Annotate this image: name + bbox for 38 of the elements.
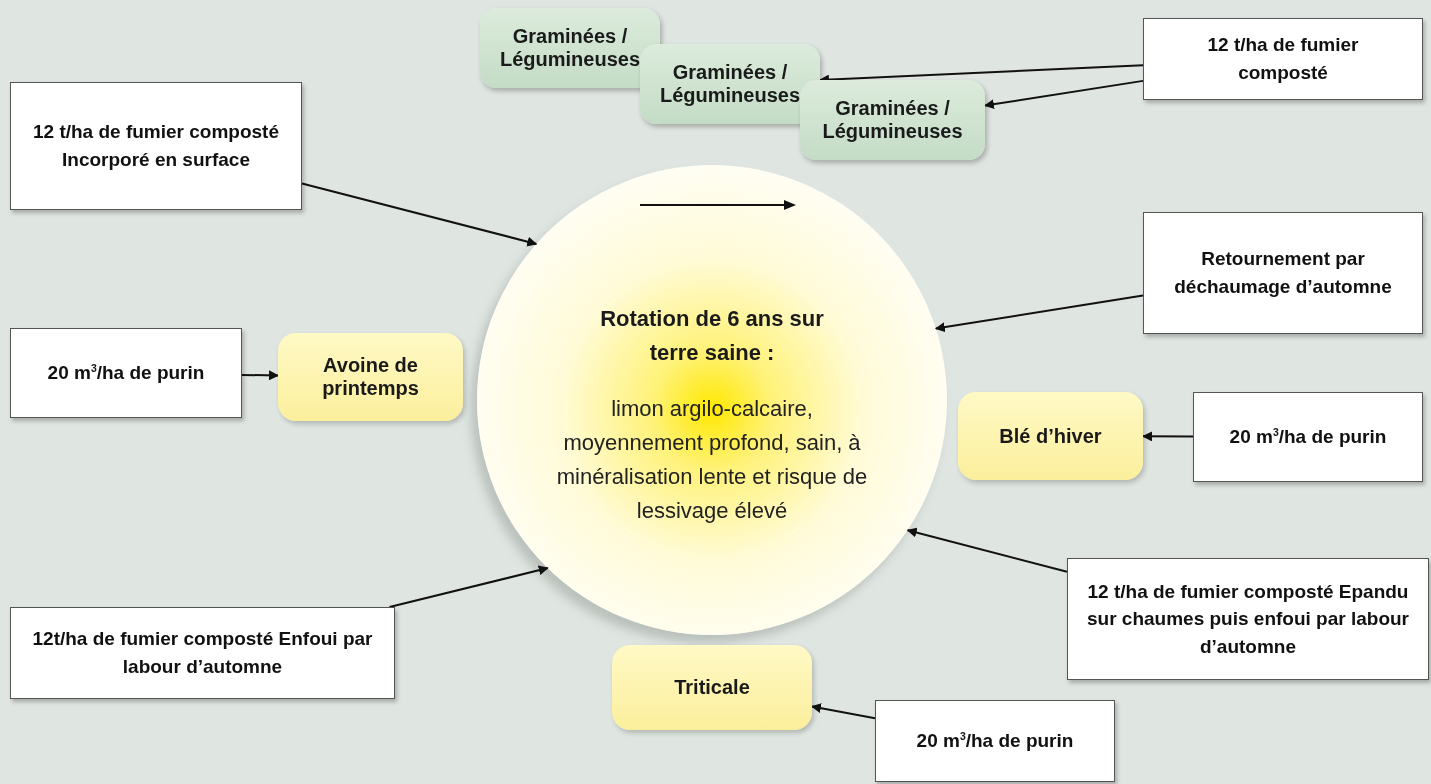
crop-name: Graminées / Légumineuses <box>498 25 641 71</box>
crop-name: Triticale <box>673 676 751 699</box>
crop-box <box>278 333 463 421</box>
note-box <box>10 328 242 418</box>
note-box <box>10 607 395 699</box>
arrow <box>984 79 1144 110</box>
crop-box <box>800 80 985 160</box>
soil-description: limon argilo-calcaire, moyennement profond, sain, à minéralisation lente et risque de lessivage élevé <box>555 394 869 526</box>
crop-name: Graminées / Légumineuses <box>821 97 964 143</box>
note-text: 20 m$^{3}$/ha de purin <box>1229 425 1387 450</box>
note-text: 20 m$^{3}$/ha de purin <box>916 729 1074 754</box>
arrow <box>906 527 1068 573</box>
note-text: 20 m$^{3}$/ha de purin <box>47 361 205 386</box>
crop-name: Graminées / Légumineuses <box>658 61 801 107</box>
crop-box <box>612 645 812 730</box>
crop-box <box>640 44 820 124</box>
circle-title: Rotation de 6 ans sur terre saine : <box>599 304 825 367</box>
note-box <box>1193 392 1423 482</box>
crop-name: Blé d’hiver <box>998 424 1103 448</box>
arrow <box>301 182 538 247</box>
note-text: 12 t/ha de fumier composté Incorporé en surface <box>32 120 280 172</box>
arrow <box>1142 431 1194 442</box>
note-text: 12 t/ha de fumier composté <box>1206 33 1360 85</box>
note-box <box>10 82 302 210</box>
arrow <box>241 370 279 381</box>
crop-box <box>958 392 1143 480</box>
arrow <box>388 565 549 608</box>
note-box <box>1143 18 1423 100</box>
note-box <box>1067 558 1429 680</box>
crop-box <box>480 8 660 88</box>
note-text: 12 t/ha de fumier composté Epandu sur chaumes puis enfoui par labour d’automne <box>1086 579 1410 659</box>
note-text: Retournement par déchaumage d’automne <box>1173 247 1393 299</box>
note-text: 12t/ha de fumier composté Enfoui par labour d’automne <box>31 627 374 679</box>
crop-name: Avoine de printemps <box>321 354 420 400</box>
note-box <box>875 700 1115 782</box>
arrow <box>811 703 876 720</box>
note-box <box>1143 212 1423 334</box>
arrow <box>934 294 1144 333</box>
